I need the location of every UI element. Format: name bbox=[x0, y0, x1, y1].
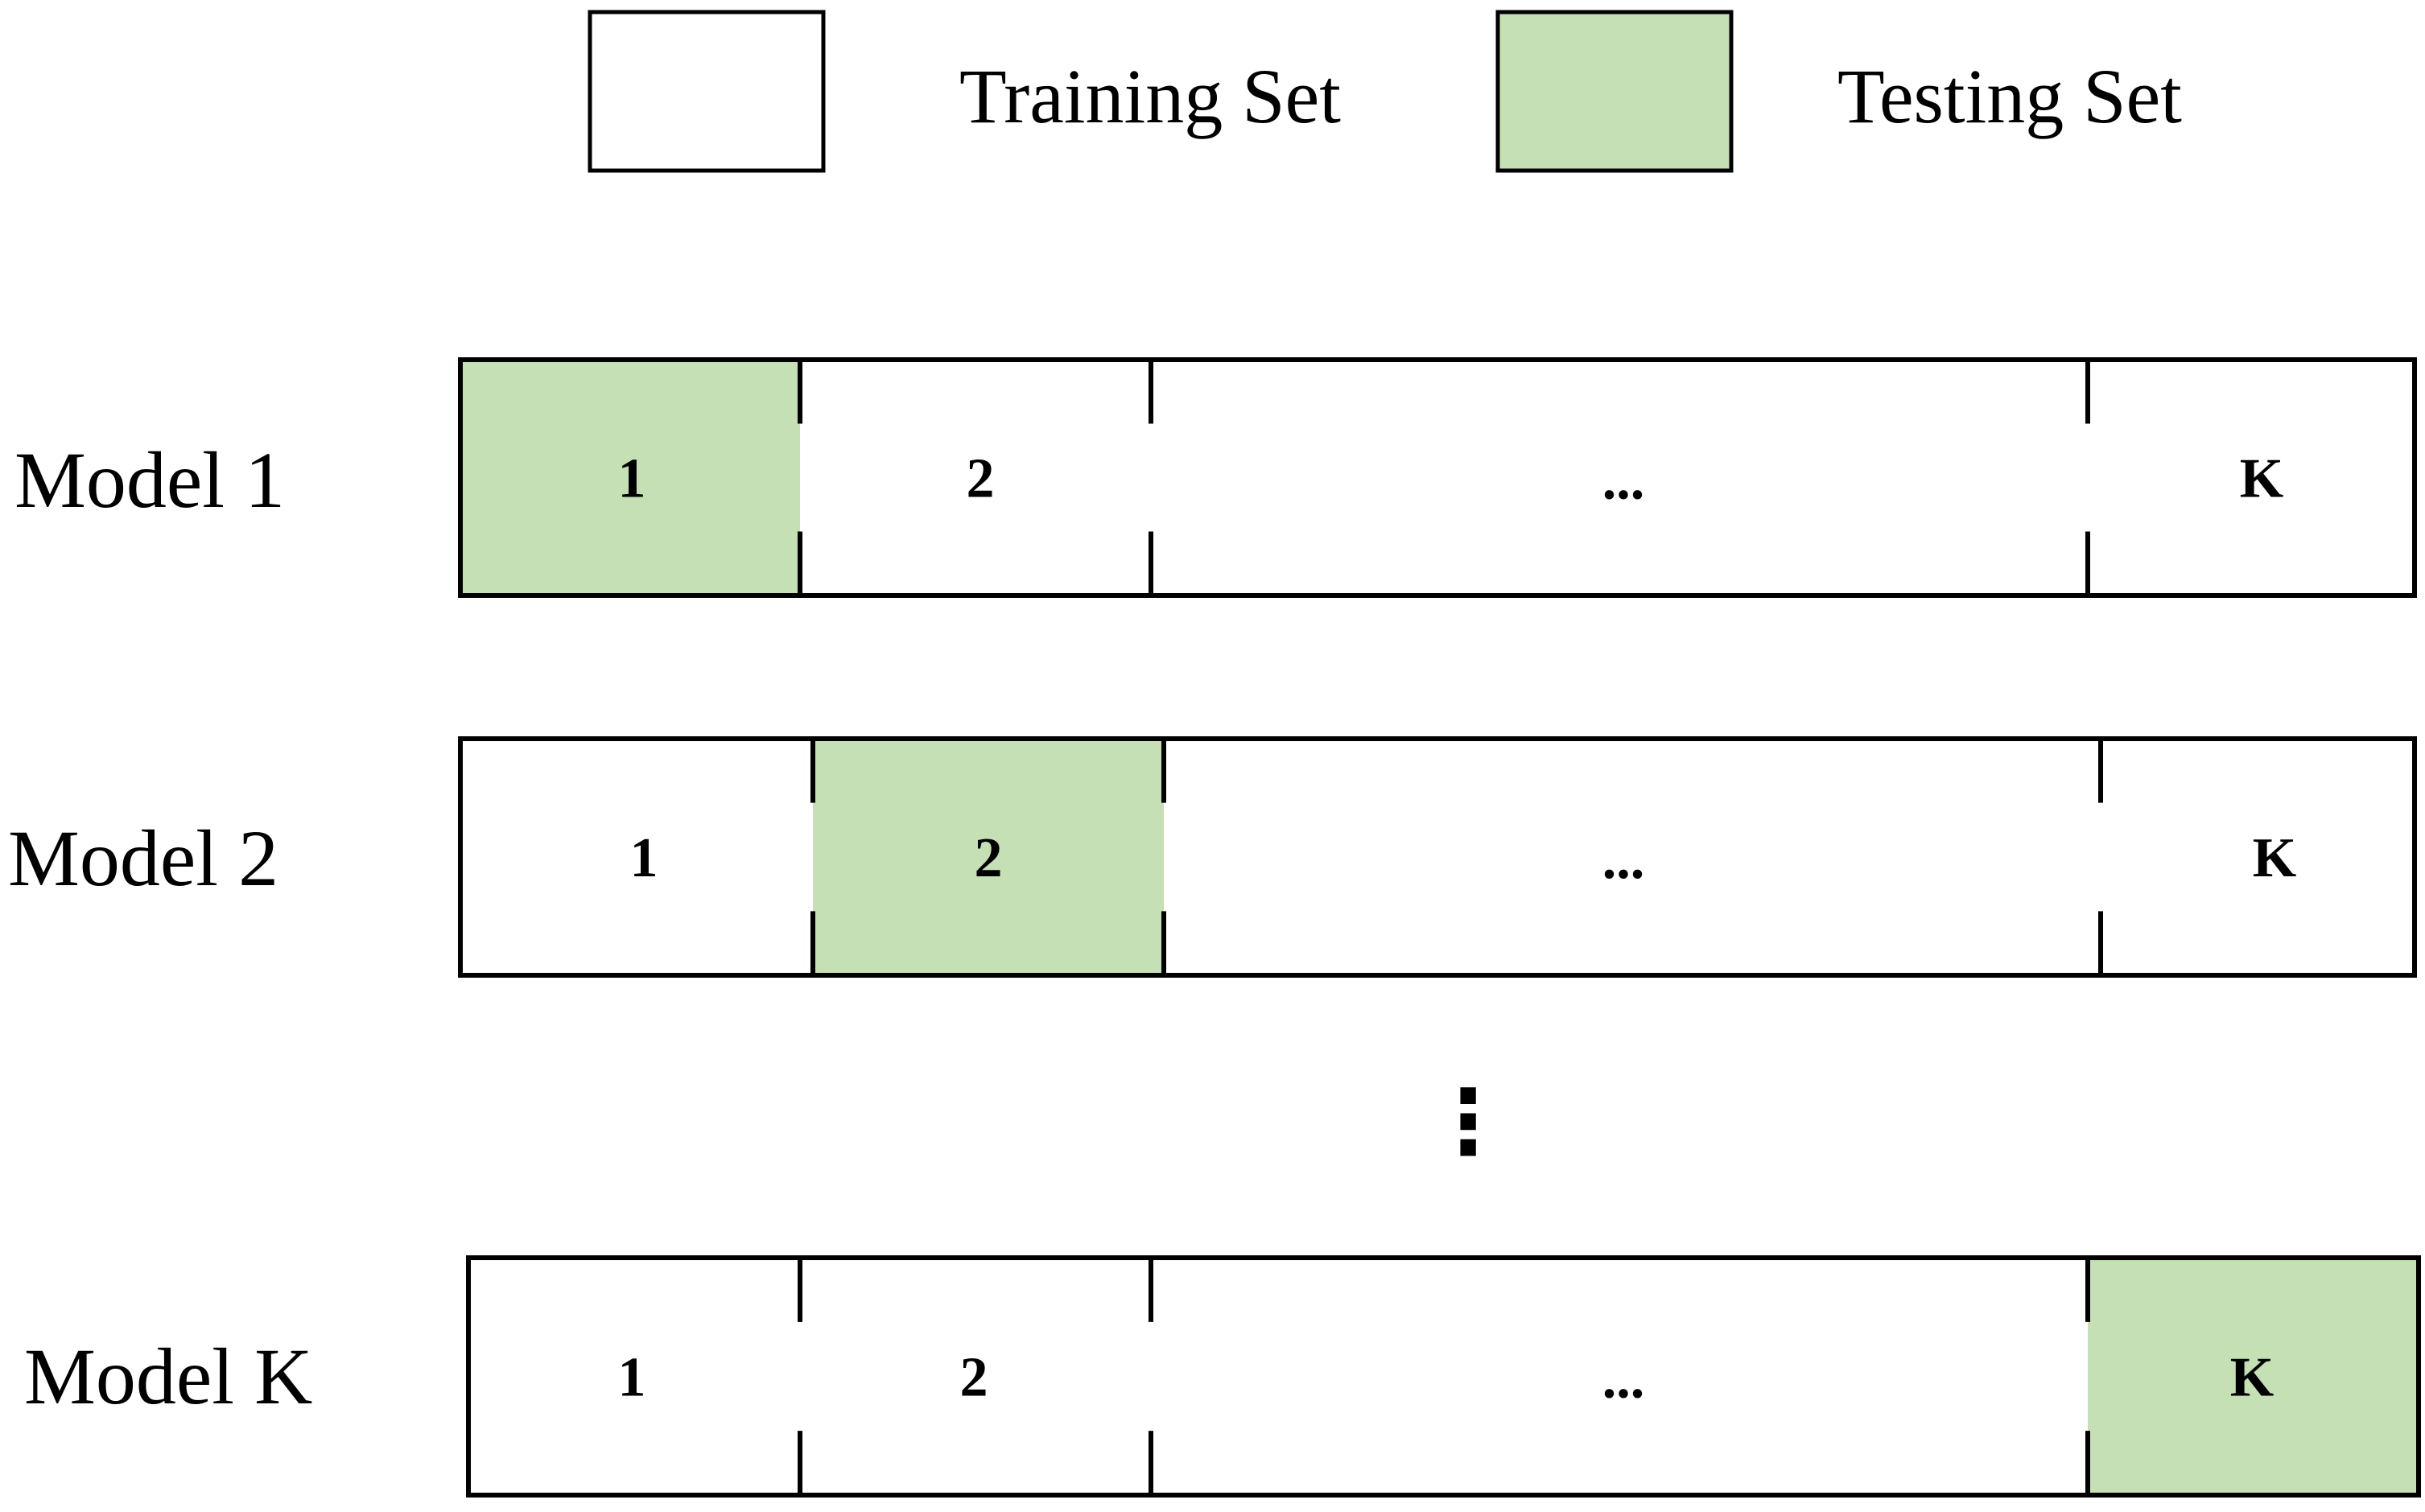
fold-label: 1 bbox=[618, 1347, 646, 1409]
model-row: Model 1 1 2... K bbox=[14, 357, 2417, 598]
model-row: Model 2 1 2... K bbox=[8, 736, 2417, 978]
fold-label: ... bbox=[1602, 450, 1645, 512]
fold-label: 2 bbox=[960, 1347, 988, 1409]
fold-cell-training bbox=[2088, 360, 2415, 595]
fold-label: 1 bbox=[618, 448, 646, 510]
model-label: Model 1 bbox=[14, 435, 285, 525]
fold-cell-testing bbox=[460, 360, 800, 595]
fold-cell-training bbox=[1151, 1258, 2088, 1495]
legend: Training Set Testing Set bbox=[588, 10, 2182, 173]
legend-testing-label: Testing Set bbox=[1837, 53, 2182, 139]
legend-testing-swatch bbox=[1495, 10, 1734, 173]
row-gap-ellipsis: ⋮ bbox=[1424, 1070, 1512, 1173]
fold-label: K bbox=[2240, 448, 2283, 510]
fold-cell-training bbox=[1151, 360, 2088, 595]
fold-cell-testing bbox=[2088, 1258, 2419, 1495]
fold-label: ... bbox=[1602, 1349, 1645, 1411]
legend-training-swatch bbox=[588, 10, 826, 173]
fold-label: 1 bbox=[630, 827, 658, 889]
row-frame bbox=[466, 1255, 2421, 1498]
fold-cell-training bbox=[800, 360, 1151, 595]
fold-cell-training bbox=[2101, 739, 2415, 975]
fold-cell-training bbox=[460, 739, 813, 975]
fold-cell-training bbox=[468, 1258, 800, 1495]
model-row: Model K 1 2... K bbox=[24, 1255, 2421, 1498]
fold-label: 2 bbox=[975, 827, 1003, 889]
legend-training-label: Training Set bbox=[959, 53, 1341, 139]
row-frame bbox=[458, 357, 2417, 598]
fold-label: ... bbox=[1602, 829, 1645, 891]
fold-cell-training bbox=[1164, 739, 2101, 975]
fold-label: K bbox=[2230, 1347, 2274, 1409]
model-label: Model 2 bbox=[8, 814, 278, 903]
fold-label: 2 bbox=[967, 448, 995, 510]
fold-cell-testing bbox=[813, 739, 1164, 975]
fold-label: K bbox=[2253, 827, 2296, 889]
row-frame bbox=[458, 736, 2417, 978]
model-rows: Model 1 1 2... K Model 2 1 2... K Model K 1 2... K bbox=[8, 357, 2421, 1498]
fold-cell-training bbox=[800, 1258, 1151, 1495]
model-label: Model K bbox=[24, 1332, 312, 1421]
